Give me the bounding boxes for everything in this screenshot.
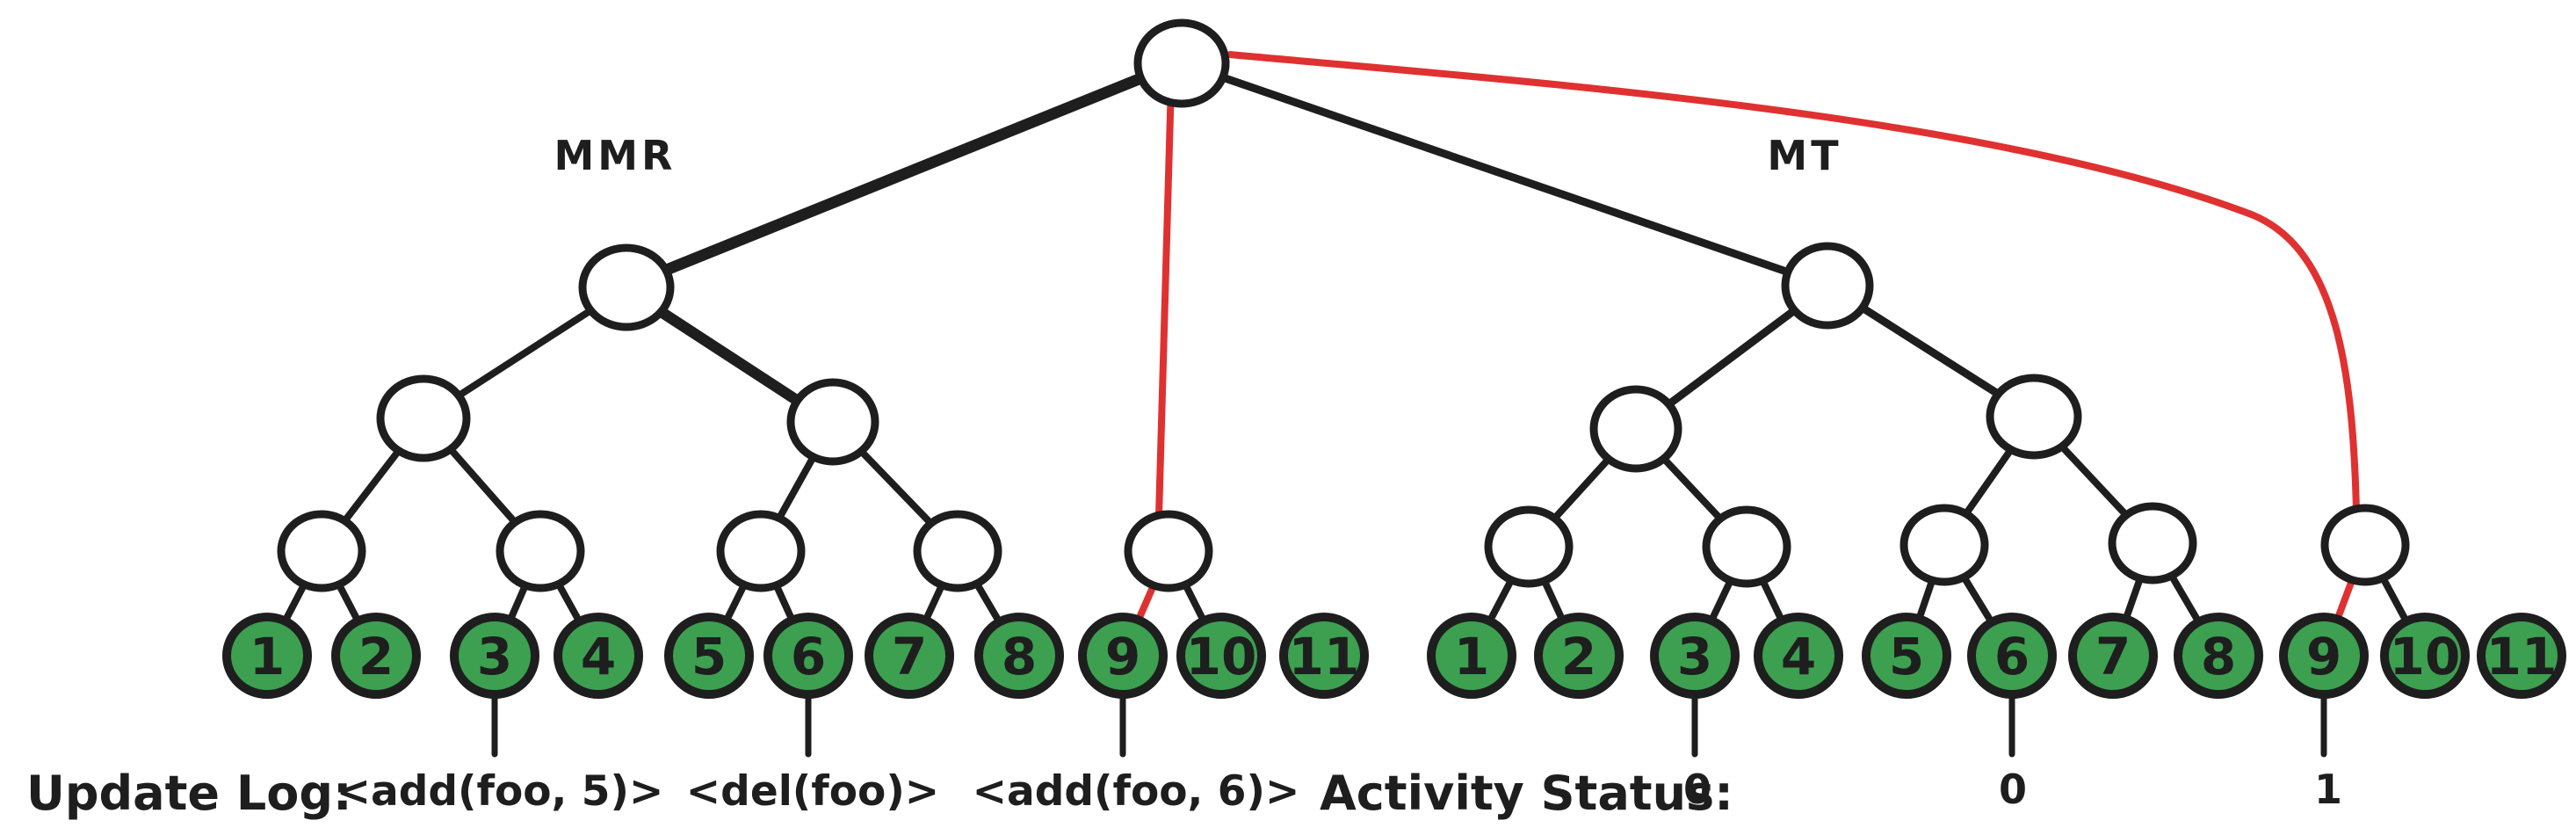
mmr-leaf-label: 7 xyxy=(892,627,927,686)
mt-leaf-node xyxy=(1534,613,1624,699)
mmr-leaf-node xyxy=(974,613,1064,699)
internal-node xyxy=(1986,374,2082,460)
mt-leaf-node xyxy=(2068,613,2158,699)
mmr-leaf-node xyxy=(222,613,312,699)
mt-leaf-label: 4 xyxy=(1781,627,1816,686)
internal-node xyxy=(913,510,1002,592)
tree-edge xyxy=(622,59,1186,292)
mmr-leaf-node xyxy=(554,613,643,699)
internal-node xyxy=(2320,504,2410,586)
internal-node xyxy=(716,510,806,592)
activity-status-value-1: 0 xyxy=(1683,766,1711,813)
update-log-entry-1: <add(foo, 5)> xyxy=(336,767,664,816)
mt-leaf-node xyxy=(1754,613,1843,699)
activity-status-value-2: 0 xyxy=(1999,766,2027,813)
update-log-entry-2: <del(foo)> xyxy=(686,767,939,816)
mmr-leaf-label: 10 xyxy=(1186,627,1257,686)
mmr-leaf-node xyxy=(331,613,421,699)
mt-leaf-node xyxy=(2380,613,2470,699)
internal-node xyxy=(376,374,471,462)
internal-node xyxy=(496,510,585,592)
mmr-leaf-label: 4 xyxy=(581,627,616,686)
internal-node xyxy=(1702,505,1791,588)
internal-node xyxy=(277,510,366,592)
internal-node xyxy=(2108,502,2197,584)
mt-leaf-node xyxy=(2477,613,2566,699)
mmr-leaf-label: 5 xyxy=(691,627,727,686)
mt-leaf-label: 9 xyxy=(2306,627,2341,686)
mmr-leaf-node xyxy=(1176,613,1266,699)
mmr-leaf-node xyxy=(664,613,754,699)
activity-status-value-3: 1 xyxy=(2314,766,2342,813)
internal-nodes xyxy=(277,18,2410,592)
tree-edge xyxy=(1177,59,1832,290)
mmr-leaf-label: 8 xyxy=(1002,627,1037,686)
mt-leaf-node xyxy=(1862,613,1951,699)
tree-edge xyxy=(622,56,1182,285)
internal-node xyxy=(578,243,675,331)
mmr-leaf-label: 3 xyxy=(477,627,512,686)
mmr-leaf-label: 2 xyxy=(358,627,394,686)
internal-node xyxy=(1899,504,1989,586)
mt-leaf-label: 1 xyxy=(1454,627,1489,686)
mt-leaf-label: 10 xyxy=(2390,627,2461,686)
update-log-entry-3: <add(foo, 6)> xyxy=(973,767,1300,816)
mt-leaf-label: 3 xyxy=(1677,627,1712,686)
internal-node xyxy=(786,378,879,466)
internal-node xyxy=(1589,385,1682,473)
mmr-leaf-node xyxy=(865,613,954,699)
mt-leaf-label: 5 xyxy=(1889,627,1924,686)
mmr-leaf-label: 6 xyxy=(791,627,826,686)
root-to-mt-node-red-curve xyxy=(1226,51,2360,513)
mmr-tree-label: MMR xyxy=(554,132,677,179)
mt-leaf-label: 7 xyxy=(2095,627,2131,686)
leaf-pointer-lines xyxy=(491,693,2327,758)
mt-tree-label: MT xyxy=(1767,132,1842,179)
internal-node xyxy=(1484,505,1574,588)
update-log-label: Update Log: xyxy=(26,766,352,821)
mt-leaf-label: 8 xyxy=(2201,627,2236,686)
mt-leaf-label: 2 xyxy=(1561,627,1596,686)
activity-status-label: Activity Status: xyxy=(1320,766,1733,821)
mt-leaf-node xyxy=(2174,613,2263,699)
mmr-leaf-label: 11 xyxy=(1289,627,1360,686)
mmr-leaf-label: 9 xyxy=(1105,627,1140,686)
internal-node xyxy=(1781,242,1874,330)
mt-leaf-label: 6 xyxy=(1994,627,2030,686)
mt-leaf-label: 11 xyxy=(2486,627,2558,686)
mt-leaf-node xyxy=(1427,613,1516,699)
root-to-mmr-peak-red-line xyxy=(1154,80,1175,550)
mmr-leaf-label: 1 xyxy=(250,627,285,686)
internal-node xyxy=(1124,510,1213,592)
root-node xyxy=(1133,18,1230,108)
mmr-leaf-node xyxy=(1279,613,1369,699)
